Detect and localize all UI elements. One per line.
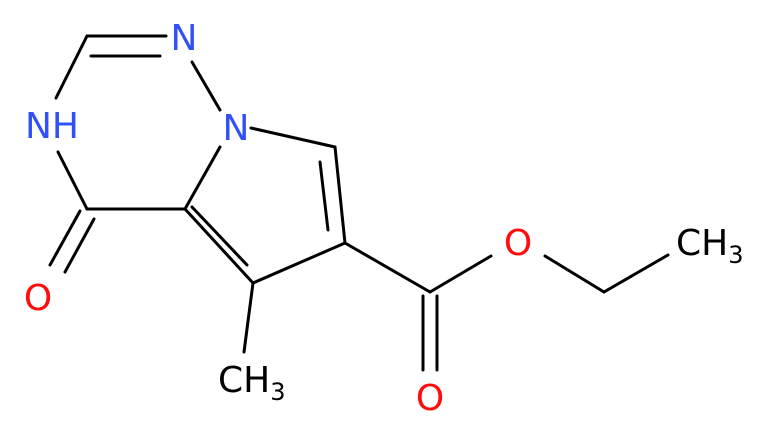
bond-c7-c6 bbox=[333, 145, 347, 245]
bond-oester-ch2 bbox=[543, 254, 606, 294]
atom-o-carbonyl-ring: O bbox=[24, 278, 52, 319]
ch3-methyl-subscript: 3 bbox=[270, 378, 285, 406]
bond-ntop-nbridge bbox=[190, 60, 222, 112]
bond-co-double-1 bbox=[48, 209, 82, 267]
ch3-ethyl-subscript: 3 bbox=[728, 241, 743, 269]
bond-c5-methyl bbox=[242, 281, 255, 354]
atom-o-carbonyl-ester: O bbox=[416, 378, 444, 419]
bond-nh-co bbox=[56, 150, 89, 211]
bond-c5-c4a-double bbox=[190, 205, 249, 267]
atom-nh: NH bbox=[25, 106, 79, 147]
atom-n-top: N bbox=[171, 18, 198, 59]
bond-c6-c5 bbox=[251, 241, 347, 285]
atom-n-bridge: N bbox=[223, 108, 250, 149]
bond-ch2-ch3 bbox=[602, 253, 670, 294]
bond-c4a-nbridge bbox=[183, 145, 222, 211]
atom-ch3-ethyl: CH3 bbox=[676, 223, 744, 269]
atom-o-ester: O bbox=[504, 223, 532, 264]
ch3-methyl-symbol: CH bbox=[218, 360, 270, 401]
bond-co-double-2 bbox=[63, 217, 96, 274]
bond-c7-c6-double bbox=[318, 160, 330, 232]
bonds bbox=[48, 34, 670, 372]
bond-c5-c4a bbox=[183, 207, 255, 285]
atom-ch3-methyl: CH3 bbox=[218, 360, 286, 406]
bond-nbridge-c7 bbox=[249, 126, 337, 149]
bond-cester-oester bbox=[428, 254, 493, 294]
ch3-ethyl-symbol: CH bbox=[676, 223, 728, 264]
bond-c6-cester bbox=[343, 241, 432, 294]
bond-ch-nh bbox=[54, 34, 89, 100]
atom-labels: N NH N O O O CH3 CH3 bbox=[24, 18, 744, 419]
